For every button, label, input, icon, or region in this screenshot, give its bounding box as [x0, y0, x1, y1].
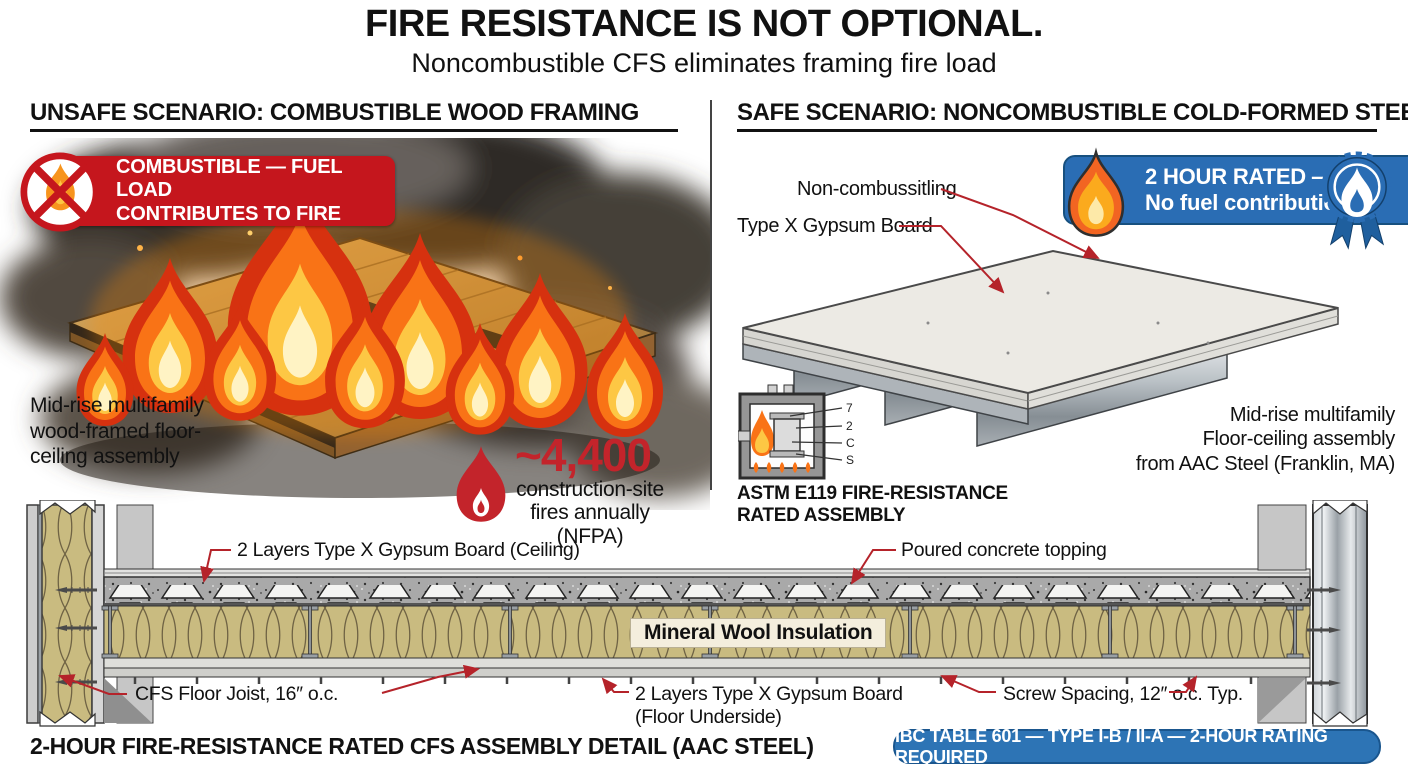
label-ceiling-gypsum: 2 Layers Type X Gypsum Board (Ceiling): [237, 539, 580, 561]
detail-title: 2-HOUR FIRE-RESISTANCE RATED CFS ASSEMBL…: [30, 733, 814, 759]
cross-section-drawing: [26, 500, 1368, 727]
steel-assembly-illustration: [742, 249, 1339, 447]
unsafe-caption: Mid-rise multifamily wood-framed floor- …: [30, 394, 204, 469]
combustible-badge: COMBUSTIBLE — FUEL LOAD CONTRIBUTES TO F…: [18, 150, 395, 234]
no-flame-icon: [20, 152, 100, 232]
panel-divider: [710, 100, 712, 490]
furnace-callout: 7: [846, 401, 853, 415]
label-cfs-joist: CFS Floor Joist, 16″ o.c.: [135, 683, 339, 705]
label-type-x-gypsum: Type X Gypsum Board: [737, 215, 933, 237]
astm-furnace-diagram: 7 2 C S: [738, 384, 855, 480]
flame-icon: [456, 446, 506, 522]
label-screw-spacing: Screw Spacing, 12″ o.c. Typ.: [1003, 683, 1243, 705]
safe-caption: Mid-rise multifamily Floor-ceiling assem…: [1135, 404, 1395, 475]
unsafe-panel-heading: UNSAFE SCENARIO: COMBUSTIBLE WOOD FRAMIN…: [30, 99, 639, 126]
ribbon-badge-icon: [1321, 151, 1393, 250]
main-title: FIRE RESISTANCE IS NOT OPTIONAL.: [365, 3, 1043, 45]
rated-badge: 2 HOUR RATED — No fuel contribution: [1060, 145, 1408, 250]
subtitle: Noncombustible CFS eliminates framing fi…: [411, 48, 997, 78]
label-mineral-wool: Mineral Wool Insulation: [630, 618, 887, 648]
fire-illustration: [0, 138, 710, 498]
stat-value: ~4,400: [515, 429, 652, 481]
furnace-callout: C: [846, 436, 855, 450]
furnace-callout: 2: [846, 419, 853, 433]
ibc-badge: IBC TABLE 601 — TYPE I-B / II-A — 2-HOUR…: [893, 726, 1381, 767]
label-noncombustible: Non-combussitling: [797, 178, 957, 200]
combustible-badge-label: COMBUSTIBLE — FUEL LOAD CONTRIBUTES TO F…: [58, 156, 395, 226]
fire-stat: ~4,400 construction-site fires annually …: [447, 429, 687, 548]
flame-icon: [1067, 147, 1125, 237]
stat-caption-line2: fires annually (NFPA): [530, 501, 650, 548]
astm-label: ASTM E119 FIRE-RESISTANCE RATED ASSEMBLY: [737, 483, 1008, 527]
stat-caption-line1: construction-site: [516, 478, 664, 501]
furnace-callout: S: [846, 453, 854, 467]
unsafe-heading-rule: [30, 129, 678, 132]
safe-panel-heading: SAFE SCENARIO: NONCOMBUSTIBLE COLD-FORME…: [737, 99, 1408, 126]
label-floor-gypsum: 2 Layers Type X Gypsum Board (Floor Unde…: [635, 683, 903, 728]
label-concrete-topping: Poured concrete topping: [901, 539, 1107, 561]
safe-heading-rule: [737, 129, 1377, 132]
